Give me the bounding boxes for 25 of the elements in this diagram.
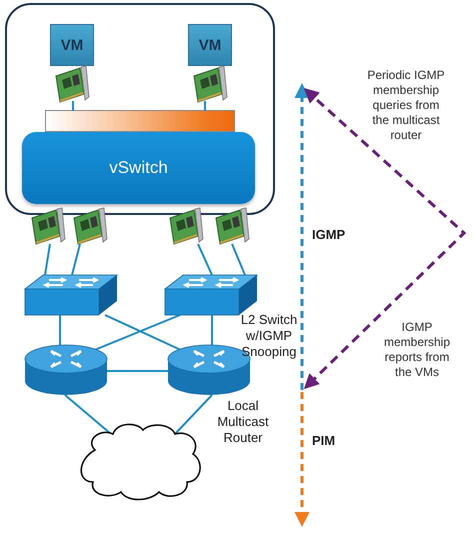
protocol-label: PIM: [312, 433, 336, 448]
device-label: L2 Switch w/IGMP Snooping: [240, 312, 298, 360]
network-link: [107, 370, 168, 372]
network-switch-icon: [165, 275, 257, 315]
host-box: [5, 3, 275, 215]
network-link: [197, 244, 213, 276]
network-link: [71, 244, 81, 276]
note-text: Periodic IGMP membership queries from the multicast router: [366, 68, 446, 143]
network-link: [44, 244, 51, 276]
network-link: [231, 244, 246, 276]
vm-box: VM: [188, 24, 232, 66]
note-text: IGMP membership reports from the VMs: [382, 320, 452, 380]
port-group-bar: [45, 110, 235, 132]
network-switch-icon: [25, 275, 117, 315]
network-link: [174, 394, 213, 435]
network-link: [211, 315, 213, 347]
network-link: [59, 315, 61, 347]
protocol-label: IGMP: [312, 227, 346, 242]
virtual-switch-panel: vSwitch: [22, 132, 255, 204]
network-link: [204, 101, 206, 111]
router-icon: [25, 343, 107, 395]
device-label: Local Multicast Router: [216, 398, 270, 446]
vm-box: VM: [50, 24, 94, 66]
network-link: [72, 101, 74, 111]
network-link: [64, 394, 112, 435]
